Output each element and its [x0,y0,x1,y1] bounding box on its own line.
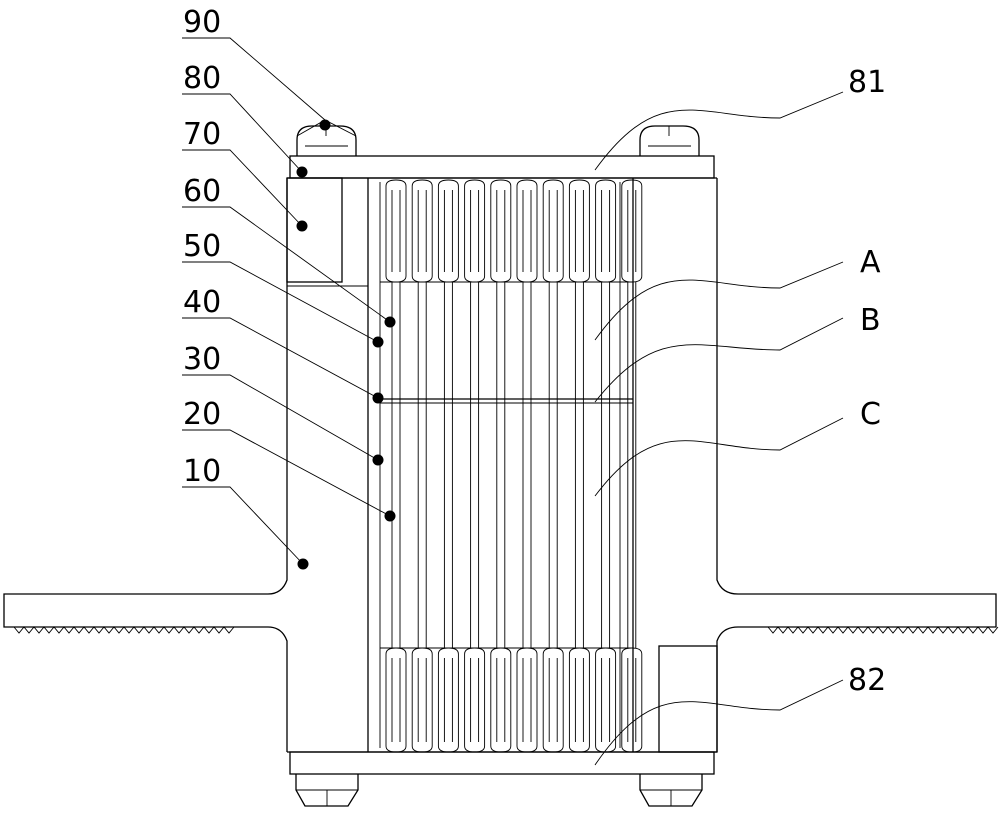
top-corrugation [386,180,642,282]
fin [438,180,458,282]
label-40: 40 [183,285,221,320]
fin [569,180,589,282]
bottom-left-bolt [296,774,358,806]
bottom-corrugation [386,648,642,752]
fin [491,180,511,282]
fin [569,648,589,752]
top-cover-plate-81 [290,156,714,178]
serration-teeth [768,627,998,633]
label-10: 10 [183,454,221,489]
block-lower-right [659,646,717,752]
label-82: 82 [848,663,886,698]
fin [622,648,642,752]
fin [517,648,537,752]
label-b: B [860,303,881,338]
label-90: 90 [183,5,221,40]
fin [386,648,406,752]
label-60: 60 [183,174,221,209]
fin [543,648,563,752]
fin [596,648,616,752]
bottom-right-bolt [640,774,702,806]
fin [465,180,485,282]
label-20: 20 [183,397,221,432]
label-c: C [860,397,881,432]
block-70 [287,178,342,282]
fin [622,180,642,282]
label-30: 30 [183,342,221,377]
fin [465,648,485,752]
label-70: 70 [183,117,221,152]
fin [543,180,563,282]
left-flange-serration [14,627,234,633]
fin [438,648,458,752]
serration-teeth [14,627,234,633]
reference-dots [297,120,396,570]
leader-lines [182,38,843,765]
label-50: 50 [183,229,221,264]
top-right-bolt [640,126,699,156]
label-81: 81 [848,65,886,100]
fin [412,648,432,752]
fin [491,648,511,752]
right-flange-serration [768,627,998,633]
bottom-cover-plate-82 [290,752,714,774]
label-80: 80 [183,61,221,96]
fin [517,180,537,282]
fin [386,180,406,282]
fin [596,180,616,282]
label-a: A [860,245,881,280]
fin [412,180,432,282]
